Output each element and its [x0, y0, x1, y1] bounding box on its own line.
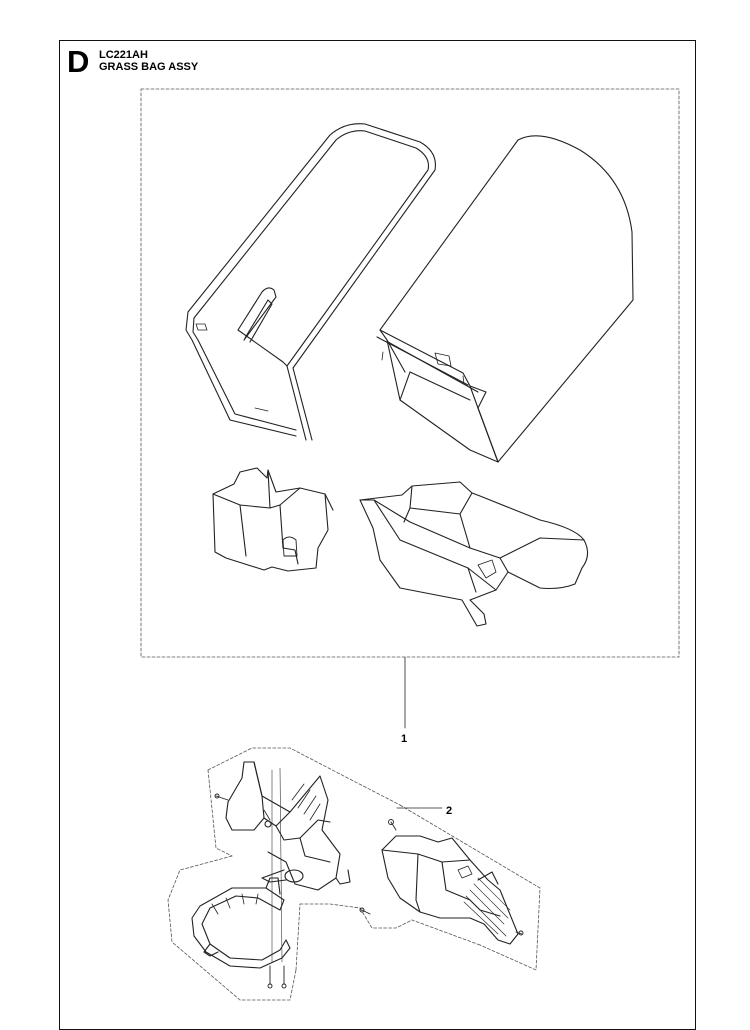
- alignment-lines: [271, 767, 283, 963]
- screw-fasteners: [214, 793, 524, 989]
- callout-1: 1: [401, 733, 408, 745]
- assembly-title: GRASS BAG ASSY: [99, 61, 199, 73]
- exploded-group-outline: [167, 747, 541, 1001]
- section-letter: D: [67, 44, 90, 79]
- exploded-bracket-part: [191, 877, 291, 969]
- kit-group-box: [140, 88, 680, 658]
- grass-bag-part: [376, 135, 634, 463]
- chute-part: [212, 467, 334, 572]
- exploded-cover-part: [381, 835, 519, 945]
- top-cover-part: [359, 481, 589, 627]
- bag-frame-part: [185, 123, 436, 441]
- exploded-chute-part: [225, 761, 351, 891]
- callout-2: 2: [446, 805, 453, 817]
- model-number: LC221AH: [99, 49, 148, 61]
